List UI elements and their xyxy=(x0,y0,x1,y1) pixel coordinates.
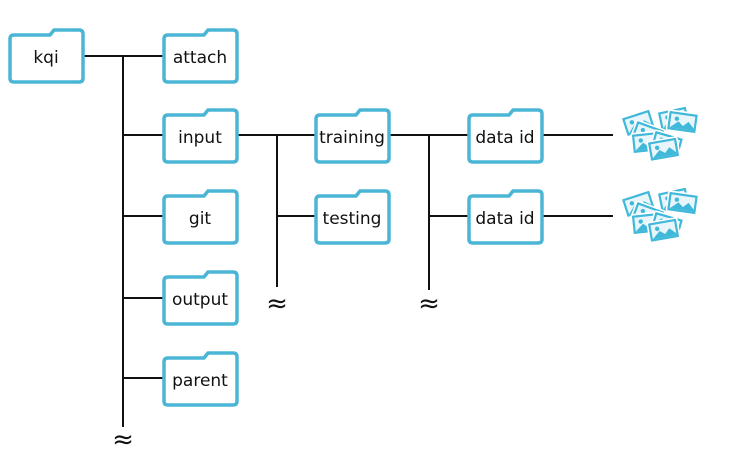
continuation-mark-training: ≈ xyxy=(418,289,440,319)
folder-icon xyxy=(314,108,391,164)
folder-label-testing: testing xyxy=(323,209,382,229)
folder-output[interactable]: output xyxy=(162,270,239,326)
continuation-mark-root: ≈ xyxy=(112,425,134,455)
folder-icon xyxy=(162,189,239,245)
folder-parent[interactable]: parent xyxy=(162,351,239,407)
folder-icon xyxy=(314,189,391,245)
folder-icon xyxy=(162,351,239,407)
folder-training[interactable]: training xyxy=(314,108,391,164)
images-stack-icon xyxy=(620,185,700,244)
folder-data-id-2[interactable]: data id xyxy=(467,189,544,245)
continuation-mark-input: ≈ xyxy=(266,289,288,319)
folder-icon xyxy=(162,270,239,326)
folder-label-git: git xyxy=(189,209,212,229)
images-stack-icon xyxy=(620,104,700,163)
folder-input[interactable]: input xyxy=(162,108,239,164)
folder-icon xyxy=(8,28,85,84)
folder-icon xyxy=(467,108,544,164)
folder-label-input: input xyxy=(178,128,222,148)
folder-label-kqi: kqi xyxy=(33,48,58,68)
folder-label-attach: attach xyxy=(173,48,227,68)
folder-icon xyxy=(162,28,239,84)
folder-label-data-id-1: data id xyxy=(475,128,534,148)
folder-icon xyxy=(467,189,544,245)
folder-testing[interactable]: testing xyxy=(314,189,391,245)
folder-data-id-1[interactable]: data id xyxy=(467,108,544,164)
tree-connectors xyxy=(83,55,613,427)
folder-label-data-id-2: data id xyxy=(475,209,534,229)
folder-attach[interactable]: attach xyxy=(162,28,239,84)
folder-label-parent: parent xyxy=(172,371,228,391)
folder-icon xyxy=(162,108,239,164)
folder-label-training: training xyxy=(319,128,385,148)
folder-label-output: output xyxy=(172,290,228,310)
folder-git[interactable]: git xyxy=(162,189,239,245)
folder-kqi[interactable]: kqi xyxy=(8,28,85,84)
